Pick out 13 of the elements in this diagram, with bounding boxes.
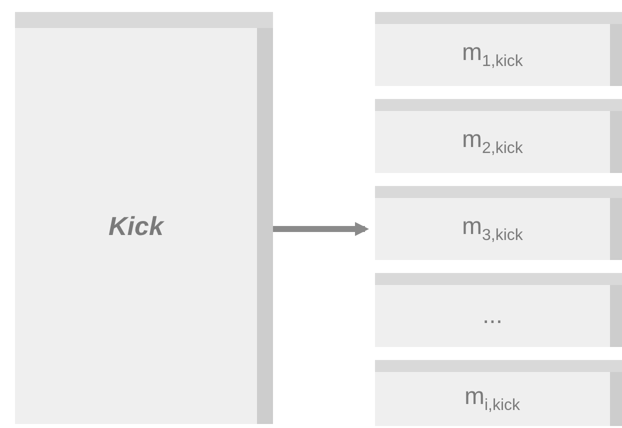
slab <box>375 273 622 347</box>
arrow <box>273 222 369 236</box>
slab <box>375 99 622 173</box>
block-label: ... <box>482 302 503 330</box>
slab <box>375 186 622 260</box>
block-label: Kick <box>108 210 164 242</box>
block-label: m$_{2,kick}$ <box>462 126 523 158</box>
slab <box>375 12 622 86</box>
block-label: m$_{i,kick}$ <box>464 383 520 415</box>
block <box>15 12 273 424</box>
block-label: m$_{1,kick}$ <box>462 39 523 71</box>
block-label: m$_{3,kick}$ <box>462 213 523 245</box>
slab <box>375 360 622 426</box>
